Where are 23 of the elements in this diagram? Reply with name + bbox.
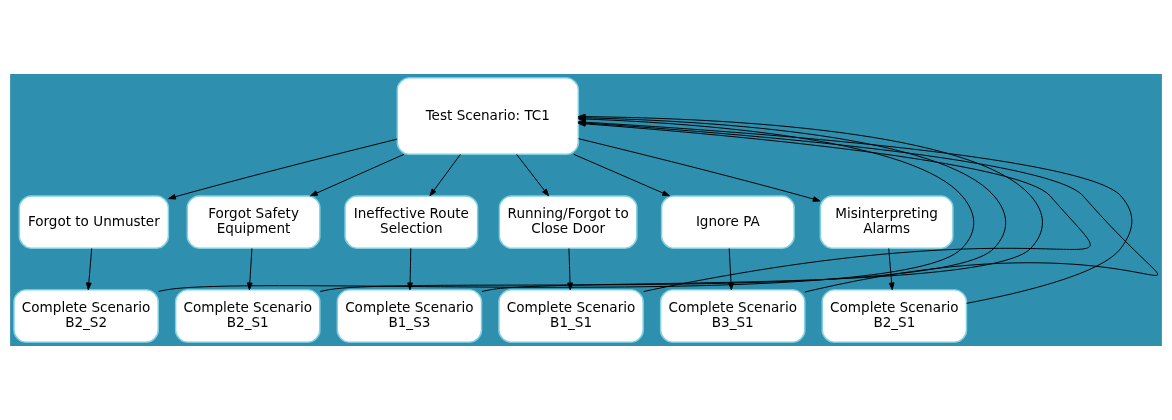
arrow — [516, 153, 550, 197]
node-box: Forgot Safety Equipment — [186, 195, 321, 249]
node-box: Ignore PA — [660, 195, 795, 249]
node-box: Complete Scenario B2_S1 — [821, 289, 968, 343]
arrow — [429, 153, 461, 197]
arrow — [168, 138, 398, 200]
node-box: Ineffective Route Selection — [344, 195, 479, 249]
arrow — [407, 247, 413, 291]
arrow — [310, 153, 405, 197]
node-box: Complete Scenario B1_S3 — [336, 289, 483, 343]
node-box: Complete Scenario B1_S1 — [498, 289, 644, 343]
node-box: Forgot to Unmuster — [18, 195, 170, 249]
node-box: Complete Scenario B3_S1 — [659, 289, 806, 343]
arrow — [888, 247, 895, 291]
node-box: Test Scenario: TC1 — [396, 77, 580, 156]
arrow — [573, 153, 670, 197]
arrow — [246, 247, 253, 291]
node-box: Misinterpreting Alarms — [819, 195, 954, 249]
node-box: Complete Scenario B2_S2 — [13, 289, 159, 343]
arrow — [578, 138, 821, 202]
node-box: Running/Forgot to Close Door — [498, 195, 638, 249]
node-box: Complete Scenario B2_S1 — [174, 289, 321, 343]
arrow — [85, 247, 93, 291]
